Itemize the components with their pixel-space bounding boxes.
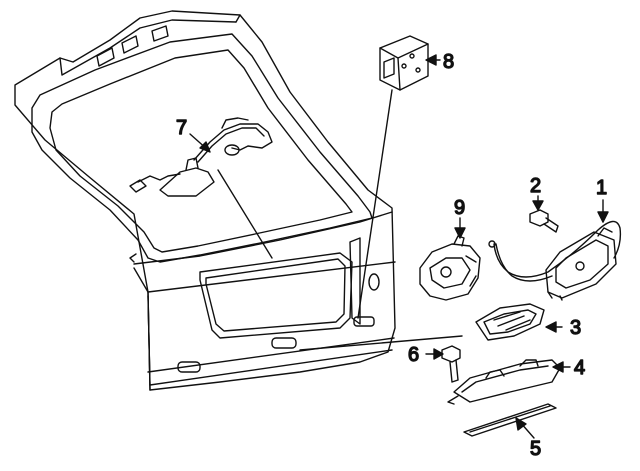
leader-8 — [357, 89, 393, 319]
arrow-5 — [515, 417, 527, 431]
callout-8: 8 — [443, 51, 454, 73]
arrow-4 — [552, 361, 564, 373]
arrow-9 — [454, 227, 466, 239]
callout-9: 9 — [454, 197, 465, 219]
callout-3: 3 — [570, 317, 581, 339]
arrow-7 — [199, 141, 211, 153]
part-9-latch — [419, 235, 481, 301]
callout-2: 2 — [530, 175, 541, 197]
part-8-module — [379, 35, 429, 91]
callout-1: 1 — [596, 177, 607, 199]
callout-6: 6 — [408, 344, 419, 366]
callout-4: 4 — [574, 357, 585, 379]
part-2-bolt — [529, 209, 559, 233]
leader-lines — [299, 335, 463, 351]
arrow-1 — [597, 211, 609, 223]
arrow-6 — [433, 348, 444, 360]
arrow-3 — [545, 321, 557, 333]
callout-7: 7 — [176, 117, 187, 139]
part-6-bolt — [441, 345, 461, 383]
liftgate — [14, 10, 396, 391]
part-1-actuator — [488, 220, 622, 301]
part-3-handle — [475, 303, 545, 341]
part-5-strip — [463, 403, 557, 437]
leader-7 — [217, 169, 273, 259]
arrow-8 — [425, 54, 437, 66]
part-7-harness — [129, 117, 273, 197]
part-4-bar — [447, 359, 561, 405]
callout-5: 5 — [530, 438, 541, 460]
arrow-2 — [532, 200, 544, 211]
